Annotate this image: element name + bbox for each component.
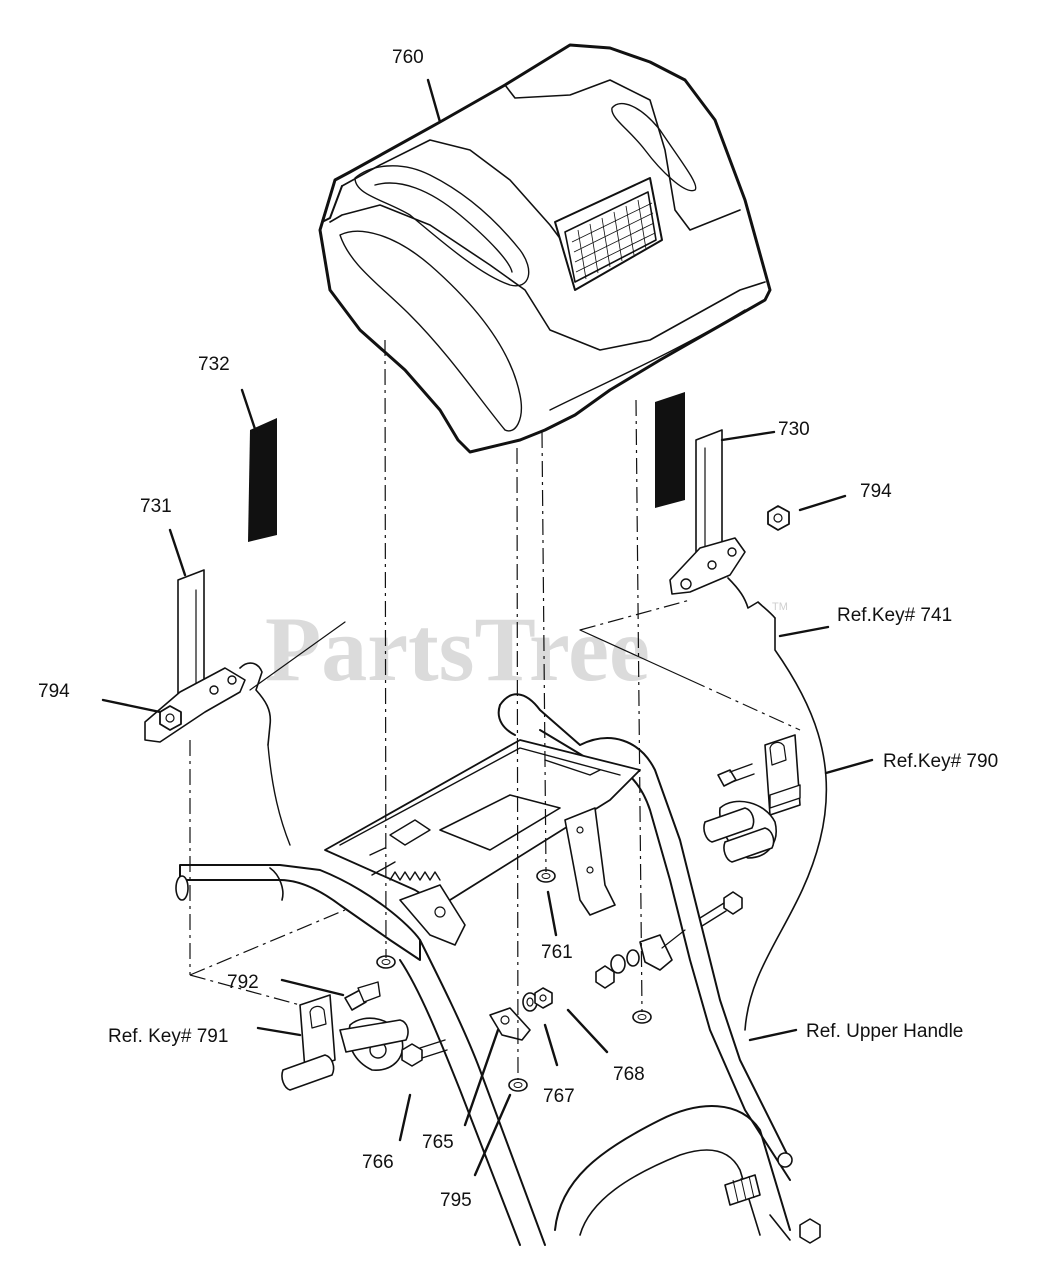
callout-730: 730 (778, 419, 810, 440)
callout-795: 795 (440, 1190, 472, 1211)
part-768-nut[interactable] (534, 987, 553, 1009)
part-766-bolt[interactable] (401, 1039, 448, 1067)
callout-761: 761 (541, 942, 573, 963)
part-794-nut-right[interactable] (767, 505, 790, 531)
callout-765: 765 (422, 1132, 454, 1153)
callout-labels: 760 732 730 731 794 794 Ref.Key# 741 Ref… (38, 47, 998, 1211)
ref-741-cable (744, 617, 828, 1031)
callout-ref-upper-handle: Ref. Upper Handle (806, 1021, 963, 1042)
part-794-nut-left[interactable] (159, 705, 182, 731)
callout-767: 767 (543, 1086, 575, 1107)
nut-right-plate (632, 1010, 652, 1024)
part-795-nut[interactable] (508, 1078, 528, 1092)
callout-766: 766 (362, 1152, 394, 1173)
part-760-cover[interactable] (318, 43, 772, 454)
callout-ref-790: Ref.Key# 790 (883, 751, 998, 772)
callout-794-right: 794 (860, 481, 892, 502)
callout-ref-791: Ref. Key# 791 (108, 1026, 228, 1047)
callout-ref-741: Ref.Key# 741 (837, 605, 952, 626)
callout-792: 792 (227, 972, 259, 993)
upper-handle-assembly (175, 693, 821, 1246)
ref-790-bracket[interactable] (703, 734, 801, 863)
callout-732: 732 (198, 354, 230, 375)
part-765-bracket[interactable] (489, 1007, 531, 1041)
alignment-lines (189, 339, 801, 1081)
control-plate (324, 739, 641, 946)
part-decal-strip[interactable] (655, 392, 685, 508)
hardware-right-stack (595, 891, 743, 989)
callout-760: 760 (392, 47, 424, 68)
ref-791-bracket[interactable] (281, 994, 409, 1091)
callout-768: 768 (613, 1064, 645, 1085)
watermark-text: PartsTree (265, 598, 650, 700)
leader-lines (101, 78, 874, 1177)
callout-731: 731 (140, 496, 172, 517)
part-730-lever-right[interactable] (669, 429, 776, 619)
callout-794-left: 794 (38, 681, 70, 702)
part-732-decal[interactable] (248, 418, 277, 542)
watermark-trademark: TM (772, 601, 788, 613)
part-790-bolt[interactable] (717, 763, 755, 787)
part-792-bolt[interactable] (344, 981, 381, 1011)
